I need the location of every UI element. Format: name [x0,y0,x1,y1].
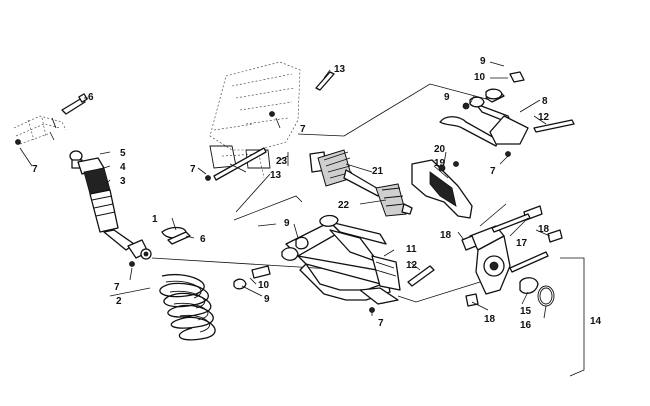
callout-4: 4 [120,162,126,173]
callout-9-upper: 9 [444,92,450,103]
callout-14: 14 [590,316,602,327]
lower-a-arm [281,214,401,305]
callout-8: 8 [542,96,548,107]
callout-18-left: 18 [440,230,452,241]
shock-absorber [69,150,152,260]
callout-16: 16 [520,320,532,331]
upper-a-arm [439,71,575,157]
callout-3: 3 [120,176,126,187]
callout-9-arm: 9 [284,218,290,229]
callout-7-lower: 7 [378,318,384,329]
callouts: 1 2 3 4 5 6 6 7 7 7 7 7 7 8 9 9 9 9 10 1… [32,56,602,331]
callout-18-right: 18 [538,224,550,235]
callout-11: 11 [406,244,417,255]
frame-section-left [13,115,67,145]
callout-15: 15 [520,306,532,317]
callout-13-frame: 13 [270,170,282,181]
callout-19: 19 [434,158,446,169]
callout-22: 22 [338,200,350,211]
callout-18-bottom: 18 [484,314,496,325]
callout-7-center: 7 [300,124,306,135]
callout-9-lower: 9 [264,294,270,305]
callout-7-frame: 7 [190,164,196,175]
callout-10-top: 10 [474,72,486,83]
drive-axle [309,149,413,217]
callout-17: 17 [516,238,528,249]
callout-10-lower: 10 [258,280,270,291]
callout-7-upper: 7 [490,166,496,177]
callout-6-top: 6 [88,92,94,103]
steering-knuckle [461,205,563,307]
callout-12-upper: 12 [538,112,550,123]
misc-hardware [205,71,435,313]
callout-7-shock: 7 [114,282,120,293]
callout-9-top: 9 [480,56,486,67]
callout-20: 20 [434,144,446,155]
callout-1: 1 [152,214,158,225]
callout-23: 23 [276,156,288,167]
shock-hardware [15,93,191,267]
callout-5: 5 [120,148,126,159]
coil-spring [159,273,216,341]
callout-2: 2 [116,296,122,307]
callout-6-mid: 6 [200,234,206,245]
callout-13-top: 13 [334,64,346,75]
callout-21: 21 [372,166,384,177]
callout-7-left: 7 [32,164,38,175]
callout-12-lower: 12 [406,260,418,271]
callout-leaders [19,61,551,319]
guard-plate [411,159,473,219]
